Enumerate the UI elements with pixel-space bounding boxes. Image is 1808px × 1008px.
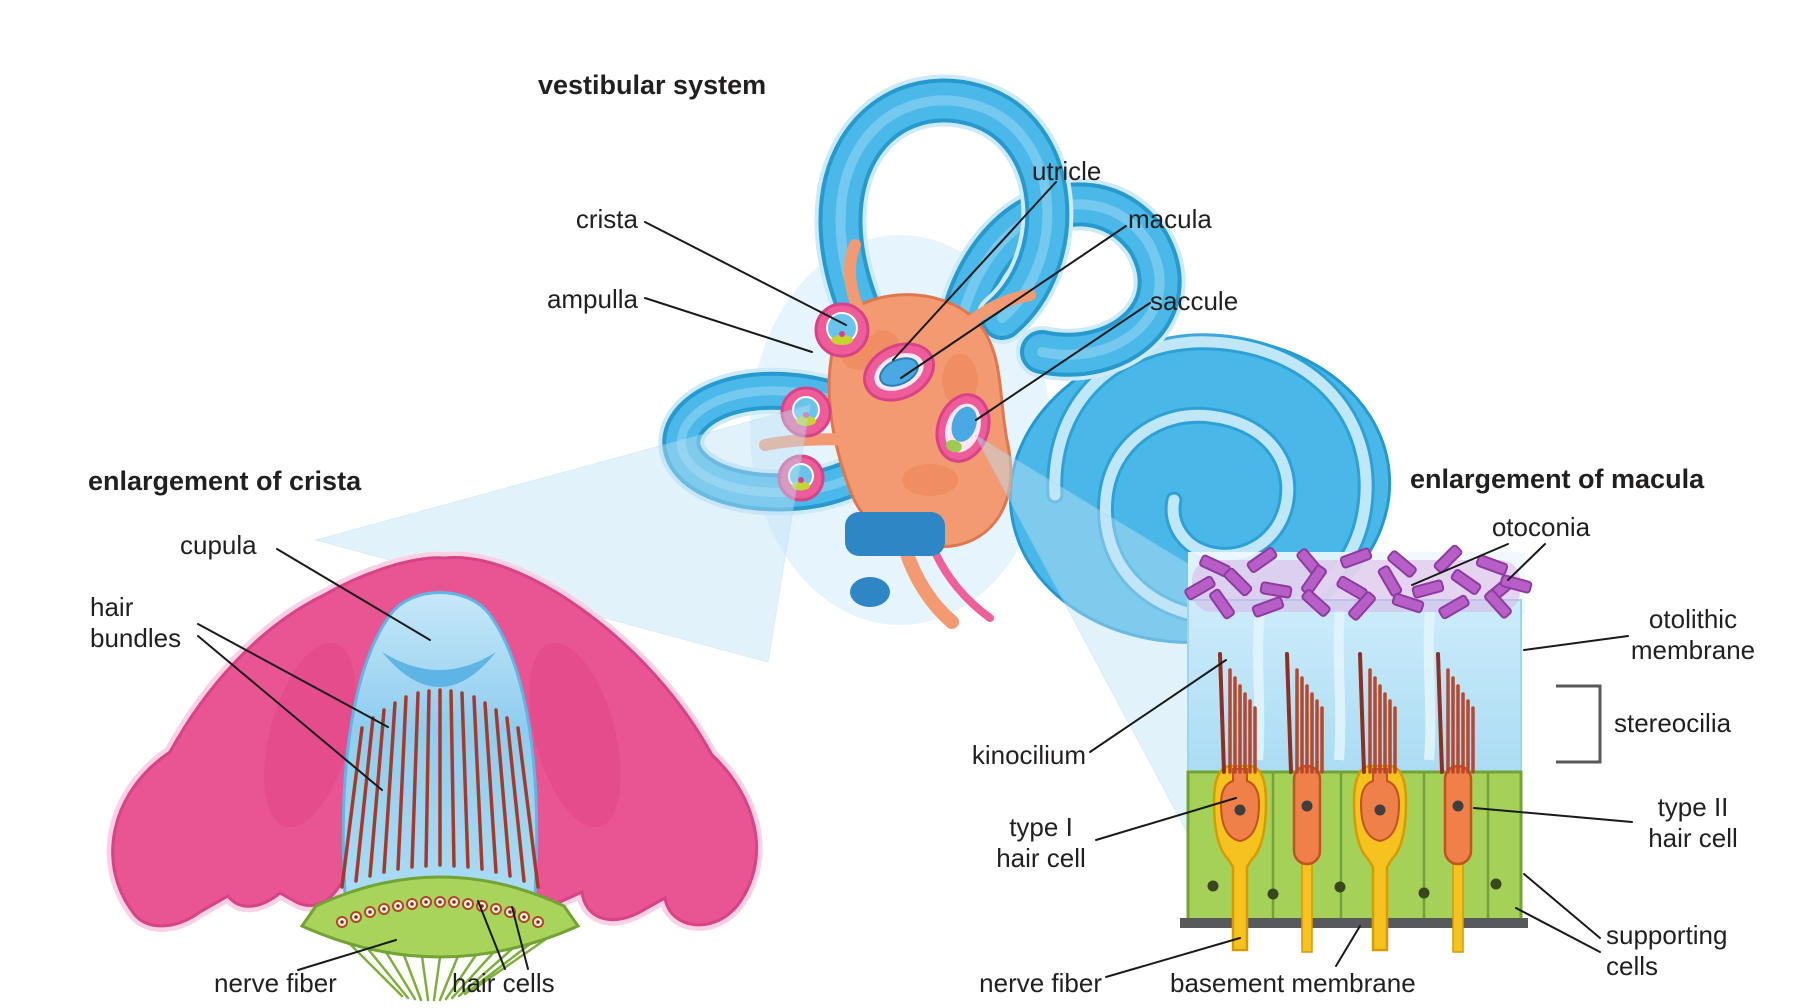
ampulla-superior	[814, 302, 870, 358]
leader-supporting-1	[1523, 873, 1601, 939]
leader-crista	[644, 221, 847, 326]
saccule-shape	[935, 393, 991, 463]
leader-nerve-fiber-left	[297, 939, 397, 971]
leader-hair-cells-2	[511, 906, 529, 970]
leader-nerve-fiber-right	[1105, 937, 1241, 978]
label-hair-bundles: hair bundles	[90, 592, 182, 653]
macula-panel-title: enlargement of macula	[1410, 464, 1705, 494]
leader-lines	[197, 181, 1633, 978]
type2-hair-cell	[1292, 764, 1322, 866]
type1-hair-cell	[1212, 764, 1268, 952]
endolymphatic-sac	[850, 577, 890, 607]
label-type1-hair-cell: type I hair cell	[996, 812, 1086, 873]
label-utricle: utricle	[1032, 156, 1102, 186]
basement-membrane-bar	[1180, 918, 1528, 928]
label-saccule: saccule	[1150, 286, 1239, 316]
leader-otoconia-1	[1411, 543, 1509, 586]
label-supporting-cells: supporting cells	[1606, 920, 1728, 981]
label-hair-cells: hair cells	[452, 968, 555, 998]
label-ampulla: ampulla	[546, 284, 638, 314]
kinocilium-lines	[1218, 652, 1444, 774]
leader-kinocilium	[1089, 659, 1227, 753]
stereocilia-bracket	[1556, 684, 1602, 764]
label-stereocilia: stereocilia	[1614, 708, 1732, 738]
label-nerve-fiber-macula: nerve fiber	[979, 968, 1102, 998]
leader-hair-cells-1	[477, 900, 506, 970]
label-nerve-fiber-crista: nerve fiber	[214, 968, 337, 998]
stereocilia-tufts	[1218, 652, 1475, 774]
type1-hair-cell	[1352, 764, 1408, 952]
leader-type1	[1095, 797, 1237, 841]
vestibular-overview-art	[658, 74, 1392, 644]
label-cupula: cupula	[180, 530, 257, 560]
type2-nerve-fiber	[1301, 855, 1313, 953]
label-crista: crista	[575, 204, 638, 234]
diagram-title: vestibular system	[538, 70, 767, 100]
leader-otolithic-membrane	[1523, 635, 1629, 651]
macula-enlargement-art	[1180, 544, 1602, 953]
crista-panel-title: enlargement of crista	[88, 466, 362, 496]
utricle-macula	[863, 342, 935, 402]
vestibular-nerve-strand	[898, 541, 959, 629]
leader-ampulla	[644, 297, 813, 353]
otolithic-membrane-layer	[1187, 599, 1522, 773]
superior-canal	[814, 74, 1074, 356]
label-otolithic-membrane: otolithic membrane	[1630, 604, 1756, 665]
leader-supporting-2	[1515, 907, 1601, 953]
crista-hair-bundles	[340, 688, 540, 889]
otoconia-crystals	[1184, 544, 1533, 621]
leader-cupula	[276, 548, 431, 641]
endolymphatic-structure	[845, 512, 945, 556]
leader-type2	[1473, 807, 1633, 823]
leader-macula	[900, 225, 1127, 379]
ampulla-posterior	[777, 454, 825, 502]
crista-hair-cell-bodies	[336, 896, 544, 928]
leader-otoconia-2	[1507, 543, 1546, 581]
leader-hair-bundles-2	[197, 635, 383, 791]
type2-nerve-fiber	[1452, 855, 1464, 953]
label-kinocilium: kinocilium	[971, 740, 1086, 770]
label-type2-hair-cell: type II hair cell	[1648, 792, 1738, 853]
label-macula: macula	[1128, 204, 1212, 234]
label-basement-membrane: basement membrane	[1170, 968, 1416, 998]
crista-nerve-fibers	[348, 937, 548, 1002]
leader-utricle	[892, 181, 1057, 361]
crista-enlargement-art	[106, 551, 763, 1002]
leader-hair-bundles-1	[197, 623, 389, 728]
leader-basement-membrane	[1335, 925, 1361, 967]
crista-sensory-epithelium	[299, 875, 581, 959]
leader-saccule	[975, 302, 1151, 421]
type2-hair-cell	[1443, 764, 1473, 866]
ampulla-lateral	[780, 386, 832, 438]
label-otoconia: otoconia	[1491, 512, 1591, 542]
